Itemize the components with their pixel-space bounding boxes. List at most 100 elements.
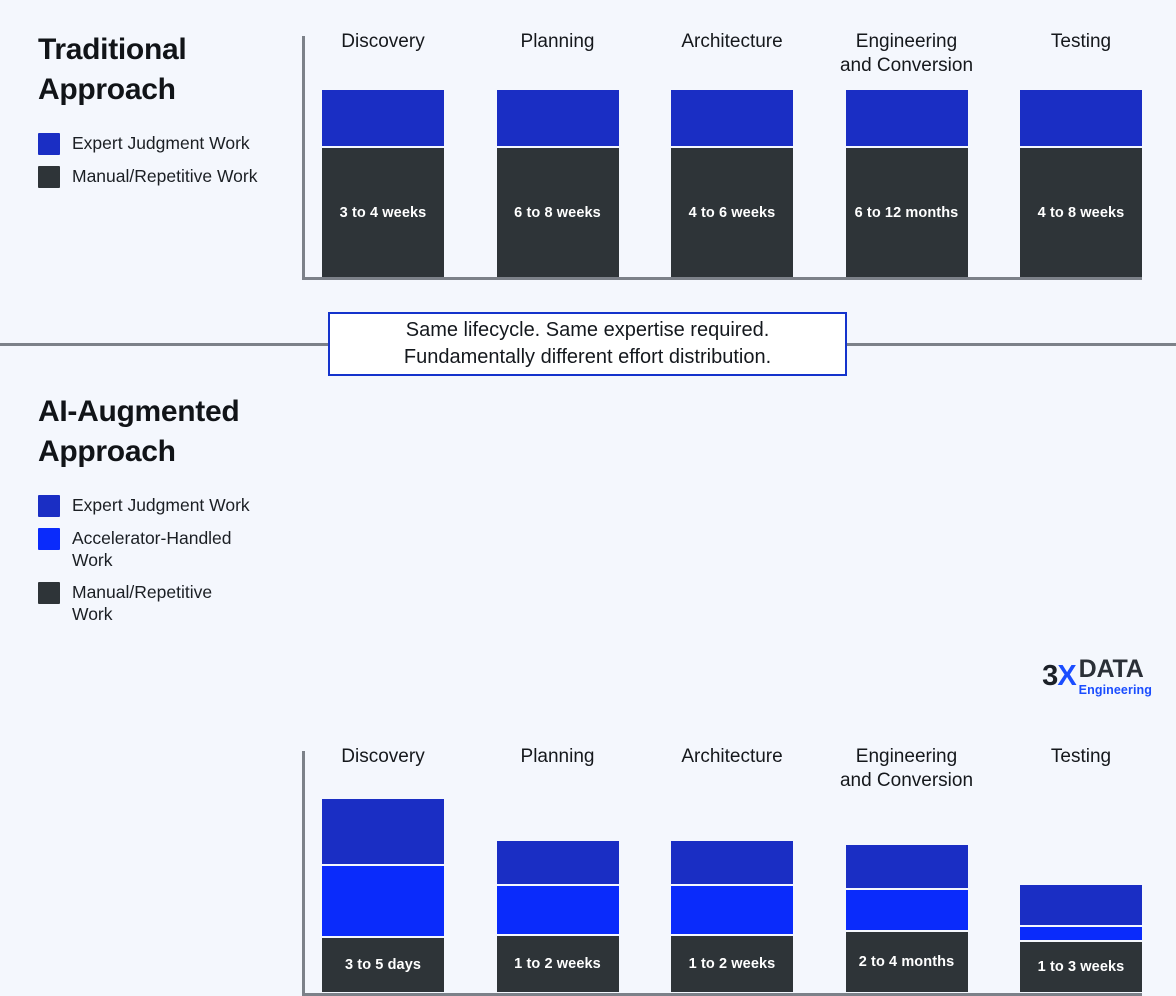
bar-value-label: 6 to 8 weeks: [514, 204, 601, 221]
stacked-bar: 1 to 2 weeks: [496, 841, 619, 992]
column-label: Planning: [520, 31, 595, 52]
bar-segment-manual: 1 to 2 weeks: [496, 936, 619, 992]
bar-segment-expert: [496, 841, 619, 884]
bar-segment-manual: 4 to 6 weeks: [671, 148, 793, 277]
bar-segment-expert: [845, 90, 968, 146]
legend-item-manual-repetitive: Manual/Repetitive Work: [38, 581, 298, 625]
traditional-legend: Expert Judgment Work Manual/Repetitive W…: [38, 132, 298, 188]
logo-word-engineering: Engineering: [1078, 682, 1152, 697]
bar-value-label: 1 to 2 weeks: [688, 956, 776, 972]
bar-segment-expert: [322, 799, 444, 864]
stacked-bar: 6 to 12 months: [845, 90, 968, 277]
traditional-side-column: Traditional Approach Expert Judgment Wor…: [38, 30, 298, 198]
column-label: Architecture: [681, 31, 783, 52]
stacked-bar: 6 to 8 weeks: [496, 90, 619, 277]
bar-column-testing: Testing 4 to 8 weeks: [1020, 30, 1142, 280]
bar-column-architecture: Architecture 1 to 2 weeks: [671, 745, 793, 995]
bar-segment-manual: 6 to 12 months: [845, 148, 968, 277]
bar-segment-expert: [496, 90, 619, 146]
legend-item-manual-repetitive: Manual/Repetitive Work: [38, 165, 298, 188]
bar-segment-accelerator: [845, 890, 968, 930]
legend-label: Manual/Repetitive Work: [72, 165, 258, 186]
bar-segment-expert: [322, 90, 444, 146]
column-label: Engineering and Conversion: [839, 31, 974, 77]
bar-segment-manual: 1 to 2 weeks: [671, 936, 793, 992]
bar-column-engineering-and-conversion: Engineering and Conversion 2 to 4 months: [840, 745, 973, 995]
callout-box: Same lifecycle. Same expertise required.…: [328, 312, 847, 376]
bar-segment-expert: [1020, 885, 1142, 925]
column-label: Engineering and Conversion: [839, 746, 974, 792]
accelerator-swatch-icon: [38, 527, 60, 550]
bar-column-architecture: Architecture 4 to 6 weeks: [671, 30, 793, 280]
bar-segment-manual: 6 to 8 weeks: [496, 148, 619, 277]
bar-segment-expert: [671, 90, 793, 146]
bar-value-label: 1 to 3 weeks: [1037, 959, 1125, 975]
bar-column-planning: Planning 1 to 2 weeks: [496, 745, 619, 995]
bar-segment-expert: [671, 841, 793, 884]
legend-label: Manual/Repetitive Work: [72, 582, 213, 625]
stacked-bar: 4 to 8 weeks: [1020, 90, 1142, 277]
bar-value-label: 6 to 12 months: [854, 204, 959, 221]
bar-column-engineering-and-conversion: Engineering and Conversion 6 to 12 month…: [840, 30, 973, 280]
brand-logo: 3X DATA Engineering: [1042, 654, 1152, 697]
ai-augmented-bar-columns: Discovery 3 to 5 days Planning 1 to 2 we…: [322, 745, 1142, 995]
logo-wordmark: DATA Engineering: [1078, 654, 1152, 697]
bar-segment-expert: [845, 845, 968, 888]
manual-swatch-icon: [38, 165, 60, 188]
ai-augmented-legend: Expert Judgment Work Accelerator-Handled…: [38, 494, 298, 626]
legend-item-accelerator-handled: Accelerator-Handled Work: [38, 527, 298, 571]
bar-value-label: 4 to 6 weeks: [688, 204, 776, 221]
bar-segment-manual: 4 to 8 weeks: [1020, 148, 1142, 277]
stacked-bar: 4 to 6 weeks: [671, 90, 793, 277]
bar-segment-accelerator: [322, 866, 444, 936]
ai-augmented-approach-title: AI-Augmented Approach: [38, 395, 240, 468]
traditional-bar-columns: Discovery 3 to 4 weeks Planning 6 to 8 w…: [322, 30, 1142, 280]
callout-line-2: Fundamentally different effort distribut…: [403, 346, 772, 368]
bar-segment-manual: 2 to 4 months: [845, 932, 968, 992]
bar-value-label: 3 to 4 weeks: [339, 204, 427, 221]
chart-y-axis: [302, 36, 305, 278]
bar-segment-expert: [1020, 90, 1142, 146]
legend-label: Expert Judgment Work: [72, 494, 250, 515]
bar-segment-manual: 1 to 3 weeks: [1020, 942, 1142, 992]
legend-item-expert-judgment: Expert Judgment Work: [38, 132, 298, 155]
legend-label: Accelerator-Handled Work: [72, 527, 232, 570]
ai-augmented-approach-panel: AI-Augmented Approach Expert Judgment Wo…: [0, 345, 1176, 996]
bar-value-label: 2 to 4 months: [858, 954, 955, 970]
bar-segment-accelerator: [1020, 927, 1142, 940]
column-label: Testing: [1050, 31, 1112, 52]
stacked-bar: 2 to 4 months: [845, 845, 968, 992]
logo-3x-mark: 3X: [1042, 659, 1077, 692]
stacked-bar: 3 to 4 weeks: [322, 90, 444, 277]
bar-value-label: 4 to 8 weeks: [1037, 204, 1125, 221]
stacked-bar: 3 to 5 days: [322, 799, 444, 992]
column-label: Discovery: [341, 746, 425, 767]
logo-letter-x: X: [1057, 659, 1076, 692]
bar-segment-manual: 3 to 5 days: [322, 938, 444, 992]
logo-digit-3: 3: [1042, 659, 1058, 692]
bar-segment-accelerator: [496, 886, 619, 934]
chart-x-axis: [302, 277, 1142, 280]
bar-column-testing: Testing 1 to 3 weeks: [1020, 745, 1142, 995]
column-label: Discovery: [341, 31, 425, 52]
expert-swatch-icon: [38, 494, 60, 517]
traditional-approach-title: Traditional Approach: [38, 33, 187, 106]
bar-segment-accelerator: [671, 886, 793, 934]
traditional-approach-panel: Traditional Approach Expert Judgment Wor…: [0, 0, 1176, 344]
expert-swatch-icon: [38, 132, 60, 155]
chart-y-axis: [302, 751, 305, 994]
ai-augmented-side-column: AI-Augmented Approach Expert Judgment Wo…: [38, 392, 298, 636]
ai-augmented-chart: Discovery 3 to 5 days Planning 1 to 2 we…: [302, 745, 1142, 996]
column-label: Testing: [1050, 746, 1112, 767]
stacked-bar: 1 to 3 weeks: [1020, 885, 1142, 992]
bar-value-label: 1 to 2 weeks: [514, 956, 601, 972]
stacked-bar: 1 to 2 weeks: [671, 841, 793, 992]
bar-column-discovery: Discovery 3 to 5 days: [322, 745, 444, 995]
logo-word-data: DATA: [1078, 654, 1144, 683]
column-label: Architecture: [681, 746, 783, 767]
legend-item-expert-judgment: Expert Judgment Work: [38, 494, 298, 517]
legend-label: Expert Judgment Work: [72, 132, 250, 153]
column-label: Planning: [520, 746, 595, 767]
traditional-chart: Discovery 3 to 4 weeks Planning 6 to 8 w…: [302, 30, 1142, 280]
callout-line-1: Same lifecycle. Same expertise required.: [405, 319, 770, 342]
